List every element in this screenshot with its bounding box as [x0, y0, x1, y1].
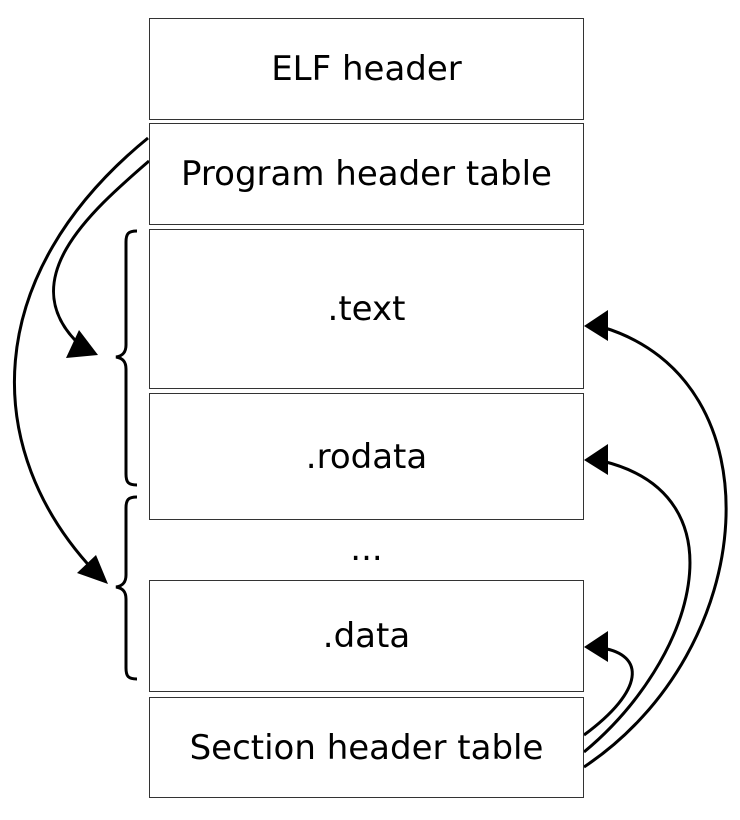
pht-to-segment2-arrow: [12, 136, 149, 574]
text-section-block: .text: [149, 229, 584, 389]
program-header-table-block: Program header table: [149, 123, 584, 225]
sht-to-rodata-arrow: [583, 459, 692, 754]
data-section-block: .data: [149, 580, 584, 692]
elf-header-block: ELF header: [149, 18, 584, 120]
section-header-table-label: Section header table: [189, 727, 544, 768]
pht-to-segment2-arrowhead: [77, 555, 108, 584]
program-header-table-label: Program header table: [181, 154, 552, 194]
elf-header-label: ELF header: [271, 49, 462, 89]
data-section-label: .data: [322, 616, 411, 656]
section-header-table-block: Section header table: [149, 697, 584, 798]
pht-to-segment1-arrow: [52, 159, 150, 349]
sht-to-text-arrow: [583, 325, 728, 769]
rodata-section-block: .rodata: [149, 393, 584, 520]
ellipsis-label: ...: [350, 529, 383, 569]
sht-to-text-arrowhead: [584, 310, 608, 341]
segment-brace-upper: [115, 229, 138, 487]
rodata-section-label: .rodata: [305, 436, 428, 477]
segment-brace-lower: [115, 495, 138, 681]
sht-to-rodata-arrowhead: [584, 444, 608, 475]
pht-to-segment1-arrowhead: [66, 330, 98, 358]
text-section-label: .text: [327, 289, 406, 329]
sht-to-data-arrow: [583, 646, 634, 737]
sht-to-data-arrowhead: [584, 631, 608, 662]
